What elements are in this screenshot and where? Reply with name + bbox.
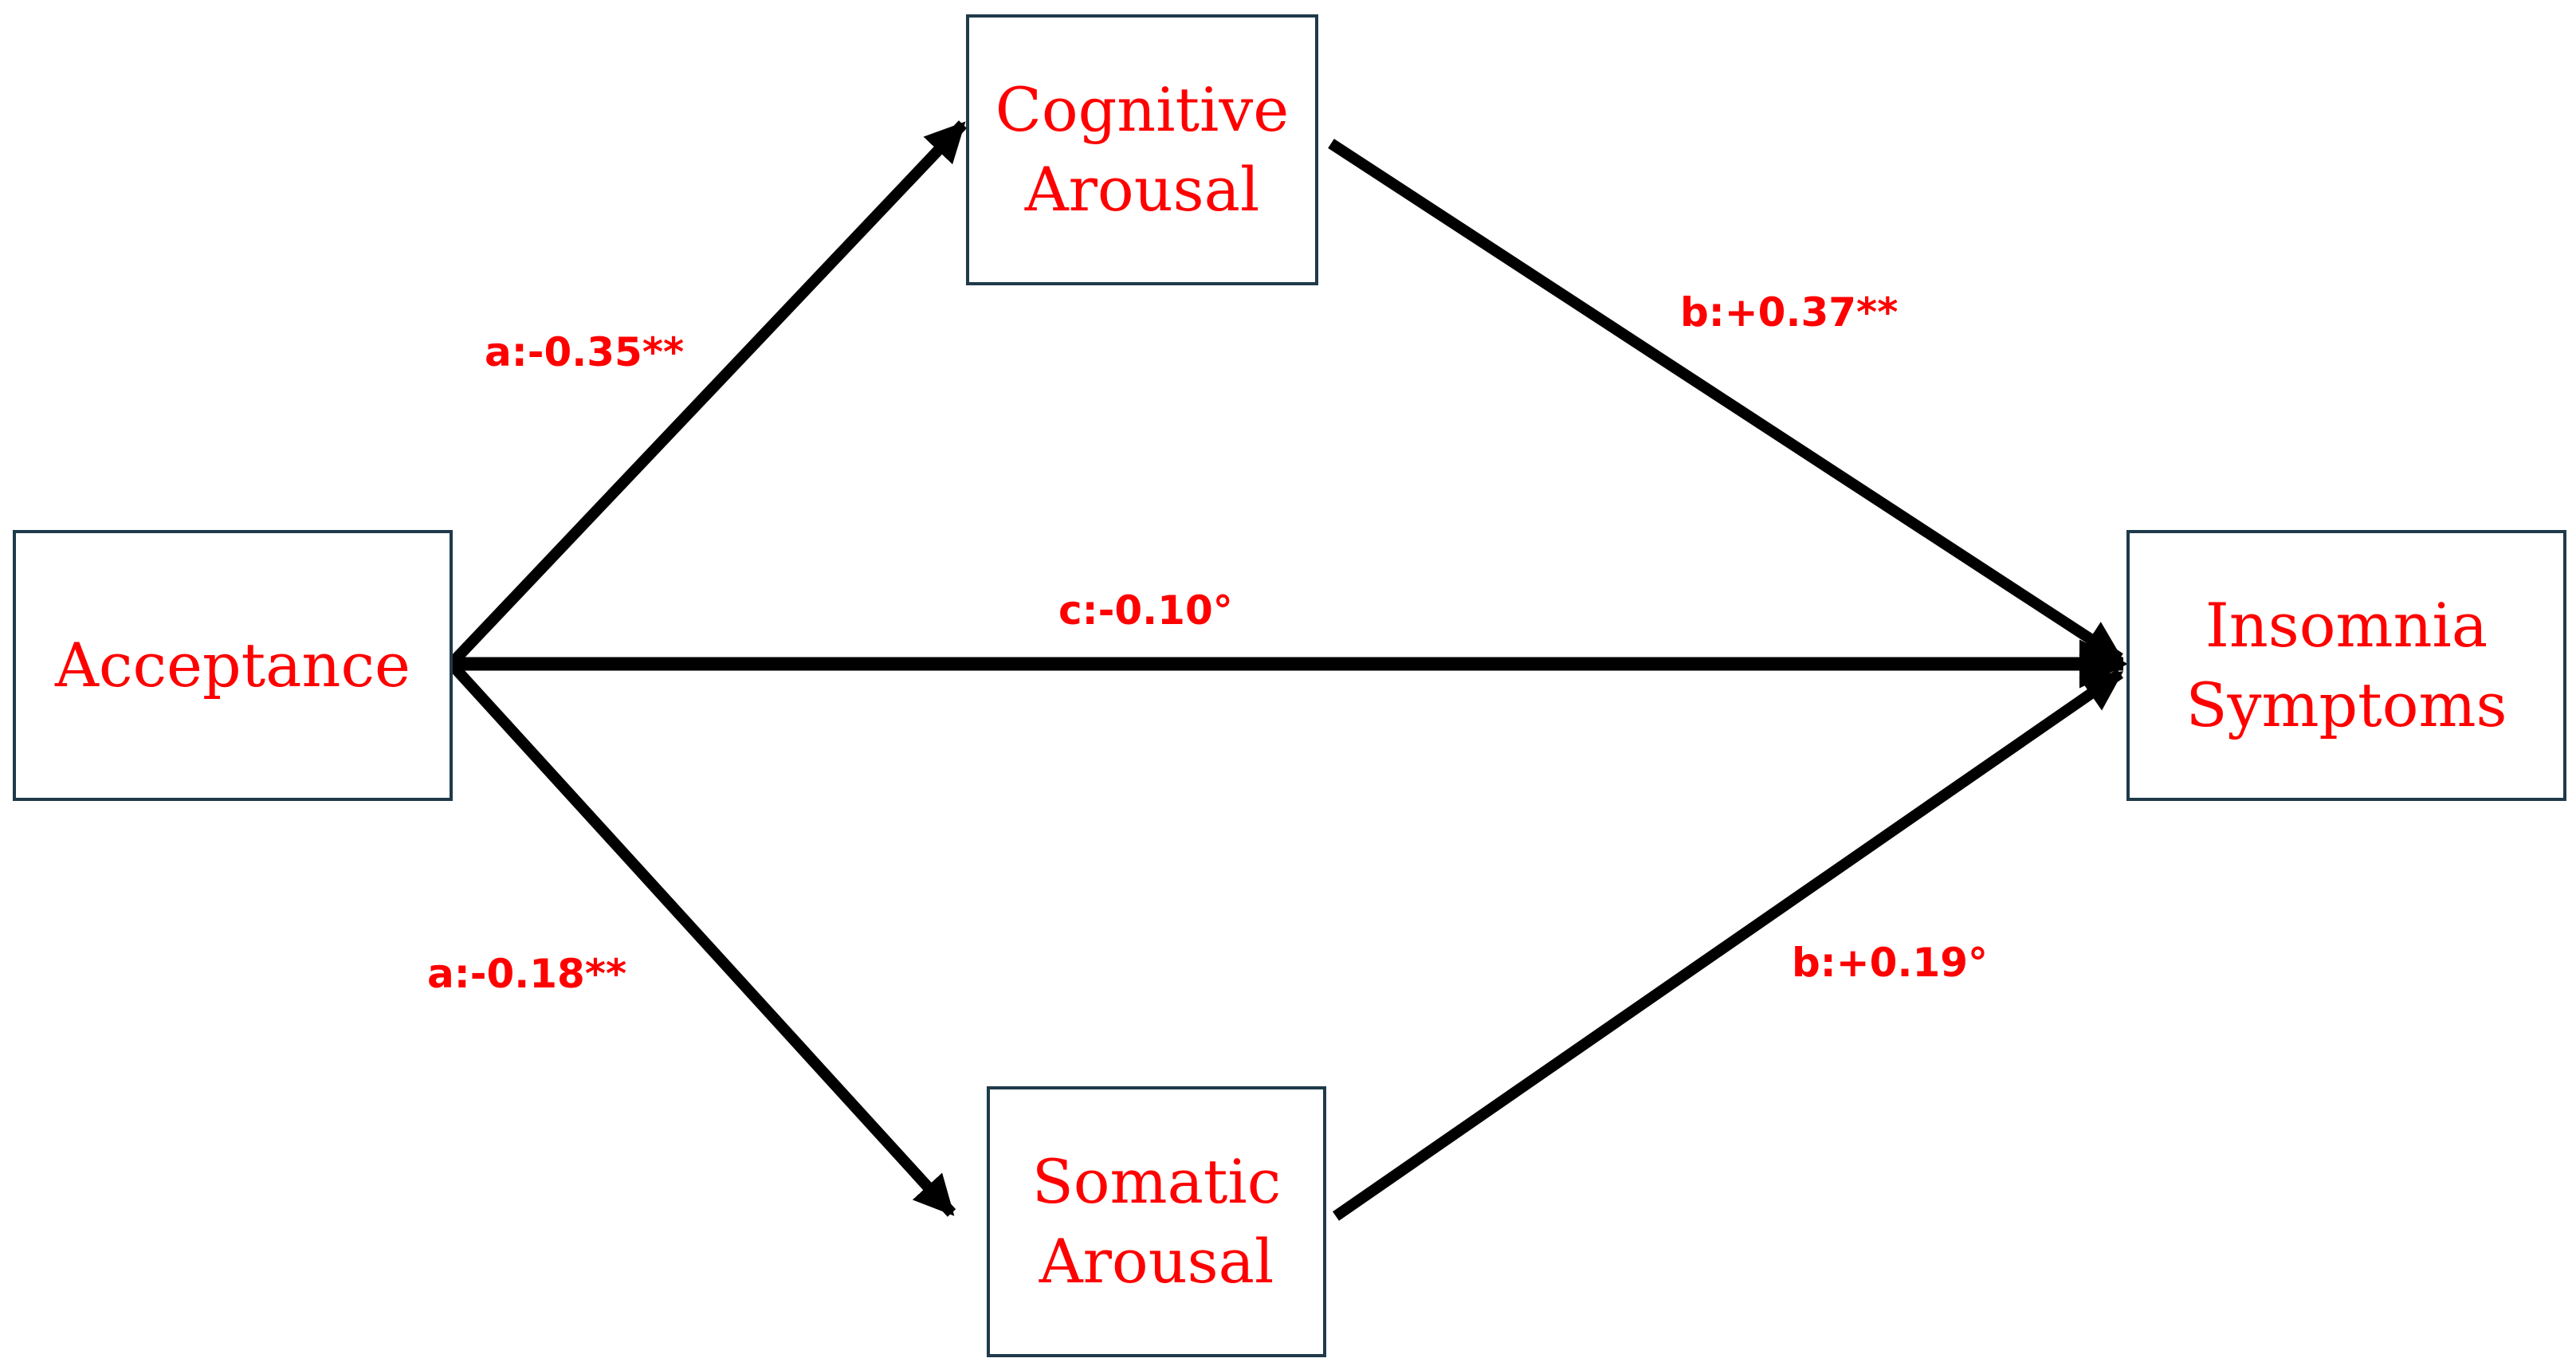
coef-b-cognitive: b:+0.37**	[1680, 289, 1899, 336]
arrow-acceptance-to-somatic	[446, 660, 956, 1217]
node-label-cognitive-arousal: Cognitive Arousal	[995, 74, 1290, 225]
arrow-somatic-to-insomnia	[1333, 669, 2124, 1221]
coef-a-cognitive: a:-0.35**	[485, 329, 685, 375]
arrow-acceptance-to-cognitive	[446, 120, 968, 668]
coef-c-direct: c:-0.10°	[1058, 587, 1233, 634]
arrow-cognitive-to-insomnia	[1328, 139, 2124, 663]
node-label-somatic-arousal: Somatic Arousal	[1031, 1146, 1282, 1297]
node-somatic-arousal: Somatic Arousal	[987, 1086, 1326, 1357]
coef-a-somatic: a:-0.18**	[427, 951, 627, 997]
node-cognitive-arousal: Cognitive Arousal	[966, 14, 1318, 285]
node-label-acceptance: Acceptance	[55, 630, 410, 701]
node-acceptance: Acceptance	[13, 530, 453, 801]
node-insomnia-symptoms: Insomnia Symptoms	[2126, 530, 2566, 801]
coef-b-somatic: b:+0.19°	[1792, 940, 1989, 986]
node-label-insomnia-symptoms: Insomnia Symptoms	[2185, 590, 2507, 740]
